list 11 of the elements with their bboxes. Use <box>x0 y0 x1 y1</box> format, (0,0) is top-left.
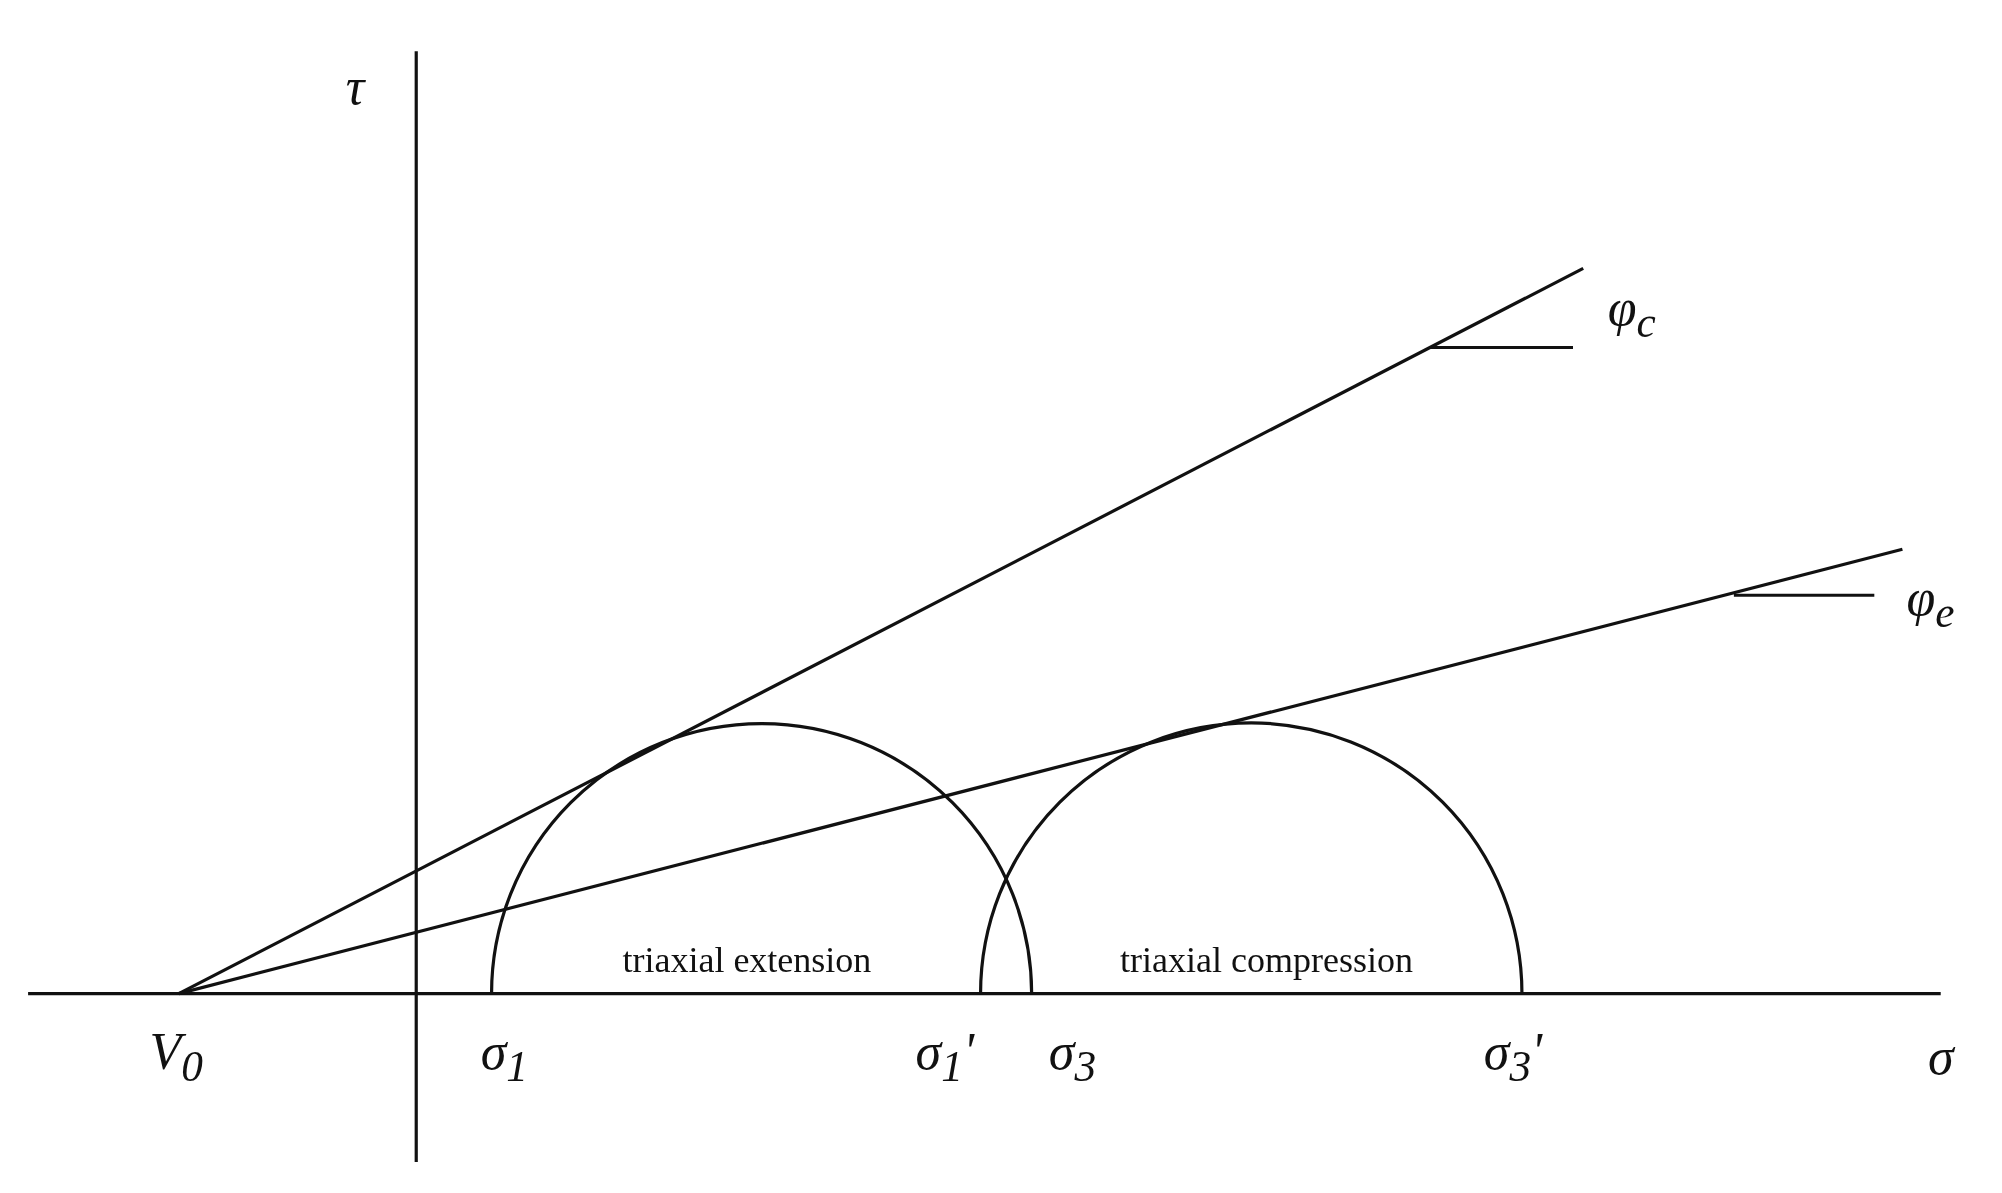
point-label: σ$_{3}$' <box>1483 1026 1543 1089</box>
angle-label: φ$_{e}$ <box>1906 571 1955 634</box>
region-label: triaxial extension <box>622 942 872 979</box>
angle-label: φ$_{c}$ <box>1607 281 1656 344</box>
point-label: σ$_{1}$ <box>480 1026 528 1089</box>
axis-label: σ <box>1927 1031 1954 1084</box>
point-label: V$_{0}$ <box>149 1026 203 1089</box>
point-label: σ$_{1}$' <box>915 1026 975 1089</box>
region-label: triaxial compression <box>1120 942 1413 979</box>
point-label: σ$_{3}$ <box>1048 1026 1097 1089</box>
axis-label: τ <box>345 60 365 113</box>
